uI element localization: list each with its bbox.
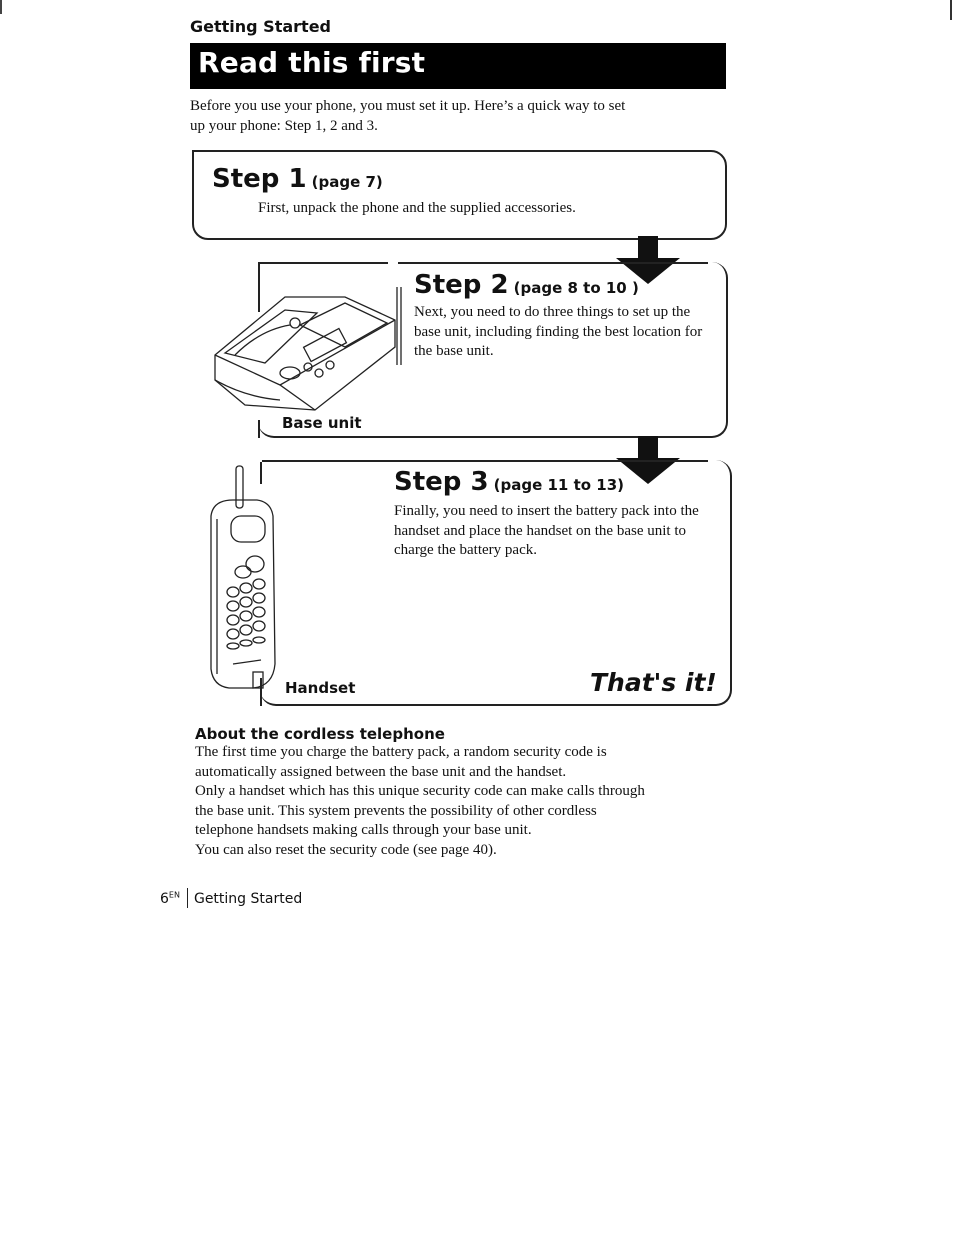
about-paragraph: The first time you charge the battery pa…	[195, 743, 655, 782]
step1-label: Step 1	[212, 164, 307, 194]
step3-box-top	[262, 460, 708, 462]
step2-page-ref: (page 8 to 10 )	[514, 279, 639, 297]
about-heading: About the cordless telephone	[195, 725, 445, 743]
step2-box-top-right	[398, 262, 708, 264]
step3-heading: Step 3 (page 11 to 13)	[394, 467, 624, 497]
handset-illustration	[203, 464, 283, 692]
step2-body: Next, you need to do three things to set…	[414, 303, 714, 362]
step2-heading: Step 2 (page 8 to 10 )	[414, 270, 639, 300]
page-number: 6	[160, 891, 169, 907]
step2-box-top-left	[258, 262, 388, 264]
page-title: Read this first	[198, 46, 425, 79]
closing-text: That's it!	[590, 668, 717, 697]
about-paragraph: You can also reset the security code (se…	[195, 841, 655, 861]
step3-page-ref: (page 11 to 13)	[494, 476, 624, 494]
step1-body: First, unpack the phone and the supplied…	[258, 199, 576, 219]
step3-label: Step 3	[394, 467, 489, 497]
step1-heading: Step 1 (page 7)	[212, 164, 383, 194]
about-paragraph: Only a handset which has this unique sec…	[195, 782, 655, 841]
footer-section: Getting Started	[194, 891, 302, 907]
base-unit-caption: Base unit	[282, 414, 362, 432]
section-heading: Getting Started	[190, 17, 331, 36]
page-edge-mark	[950, 0, 952, 20]
page-number-superscript: EN	[169, 890, 180, 899]
about-body: The first time you charge the battery pa…	[195, 743, 655, 860]
step2-box-left-bottom	[258, 420, 260, 438]
page-edge-mark-left	[0, 0, 2, 14]
intro-paragraph: Before you use your phone, you must set …	[190, 97, 640, 136]
page-footer: 6EN Getting Started	[160, 888, 302, 908]
handset-caption: Handset	[285, 679, 355, 697]
footer-separator	[187, 888, 188, 908]
base-unit-illustration	[205, 285, 405, 415]
step3-body: Finally, you need to insert the battery …	[394, 502, 704, 561]
step2-label: Step 2	[414, 270, 509, 300]
step1-page-ref: (page 7)	[312, 173, 383, 191]
